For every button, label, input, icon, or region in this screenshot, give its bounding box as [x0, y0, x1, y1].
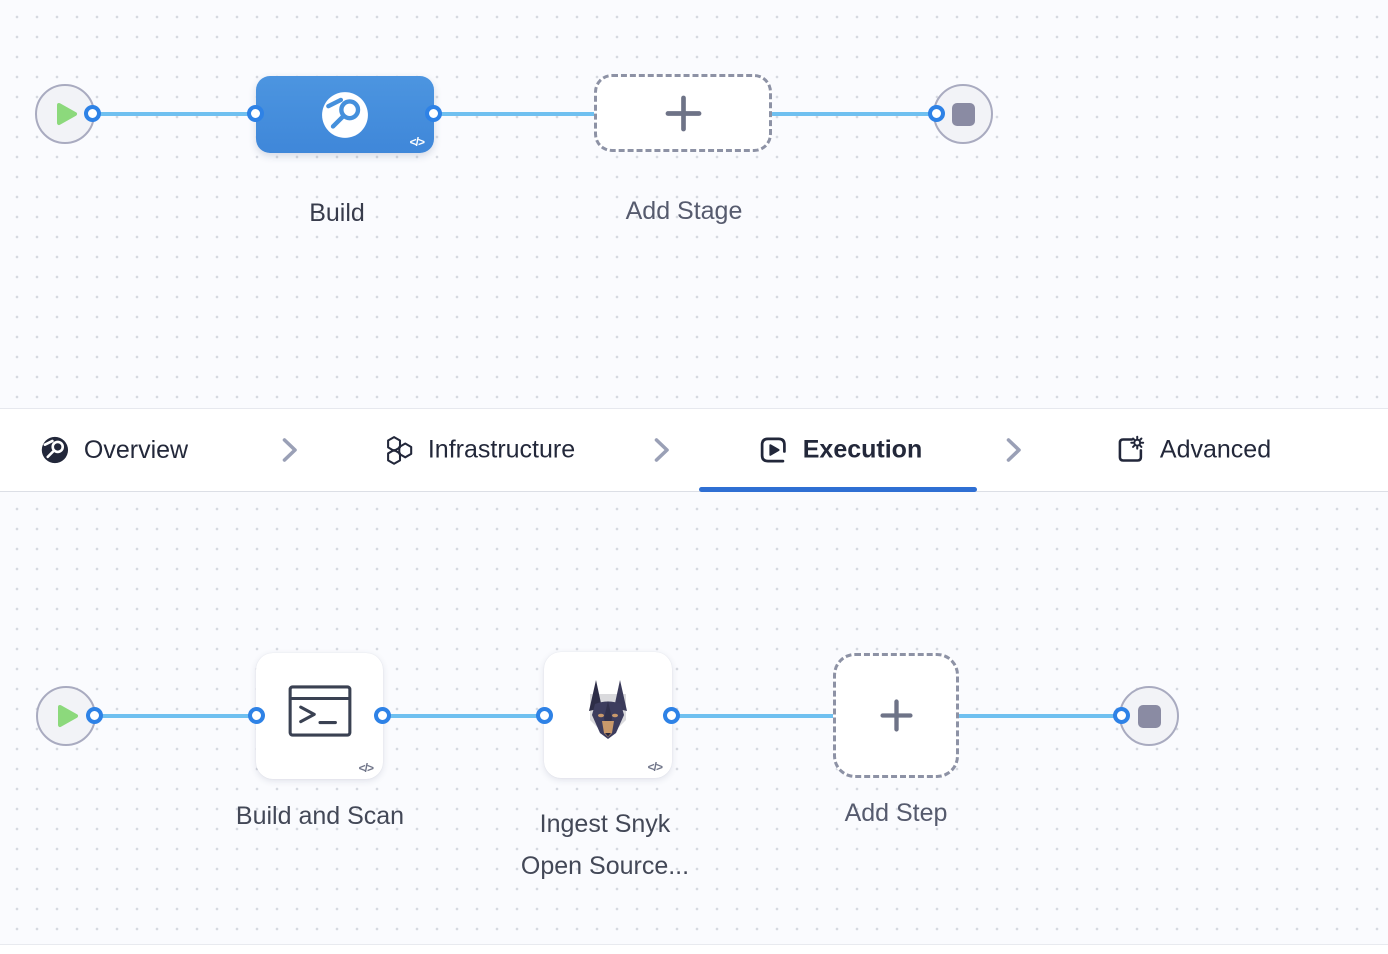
port[interactable] [536, 707, 553, 724]
step-node-build-and-scan[interactable]: </> [256, 653, 383, 779]
chevron-right-icon [282, 438, 297, 462]
plus-icon [665, 95, 701, 131]
edge [384, 714, 546, 718]
port[interactable] [247, 105, 264, 122]
chevron-right-icon [654, 438, 669, 462]
edge [96, 714, 258, 718]
stage-tab-bar: Overview Infrastructure Execution [0, 408, 1388, 492]
code-toggle[interactable]: </> [409, 135, 425, 149]
stop-square-icon [951, 102, 975, 126]
edge [672, 714, 835, 718]
ci-build-icon [322, 91, 368, 138]
chevron-right-icon [1006, 438, 1021, 462]
tab-execution[interactable]: Execution [758, 435, 922, 466]
port[interactable] [374, 707, 391, 724]
snyk-doberman-icon [589, 680, 627, 739]
step-canvas[interactable]: </> </> [0, 492, 1388, 944]
tab-advanced[interactable]: Advanced [1115, 435, 1271, 466]
port[interactable] [248, 707, 265, 724]
port[interactable] [425, 105, 442, 122]
tab-label: Execution [802, 435, 923, 464]
edge [434, 112, 598, 116]
plus-icon [879, 699, 913, 732]
port[interactable] [1113, 707, 1130, 724]
tab-label: Overview [83, 435, 189, 464]
stop-square-icon [1137, 704, 1161, 728]
add-stage-label: Add Stage [625, 197, 743, 225]
code-toggle[interactable]: </> [647, 760, 663, 774]
step-label-line1: Ingest Snyk [539, 810, 671, 838]
tab-overview[interactable]: Overview [40, 435, 188, 465]
tab-infrastructure[interactable]: Infrastructure [383, 435, 575, 466]
footer-strip [0, 944, 1388, 954]
step-label: Ingest Snyk Open Source... [455, 803, 755, 887]
port[interactable] [84, 105, 101, 122]
edge [771, 112, 938, 116]
stage-node-build[interactable]: </> [256, 76, 434, 153]
step-label: Build and Scan [235, 802, 405, 830]
tab-label: Advanced [1159, 435, 1272, 464]
stage-canvas[interactable]: </> Build Add Stage [0, 0, 1388, 408]
stage-label: Build [309, 199, 365, 227]
panel-gear-icon [1118, 435, 1145, 462]
play-square-icon [760, 437, 786, 463]
step-label-line2: Open Source... [520, 852, 690, 880]
step-node-snyk[interactable]: </> [544, 652, 672, 778]
play-icon [58, 705, 78, 727]
port[interactable] [86, 707, 103, 724]
add-stage-button[interactable] [594, 74, 772, 152]
ci-overview-icon [41, 436, 69, 464]
edge [95, 112, 258, 116]
port[interactable] [928, 105, 945, 122]
hexagons-icon [387, 436, 413, 465]
code-toggle[interactable]: </> [358, 761, 374, 775]
tab-label: Infrastructure [427, 435, 576, 464]
terminal-icon [288, 685, 351, 737]
port[interactable] [663, 707, 680, 724]
add-step-button[interactable] [833, 653, 959, 778]
active-tab-underline [699, 487, 977, 492]
edge [958, 714, 1123, 718]
play-icon [57, 103, 77, 125]
add-step-label: Add Step [844, 799, 948, 827]
